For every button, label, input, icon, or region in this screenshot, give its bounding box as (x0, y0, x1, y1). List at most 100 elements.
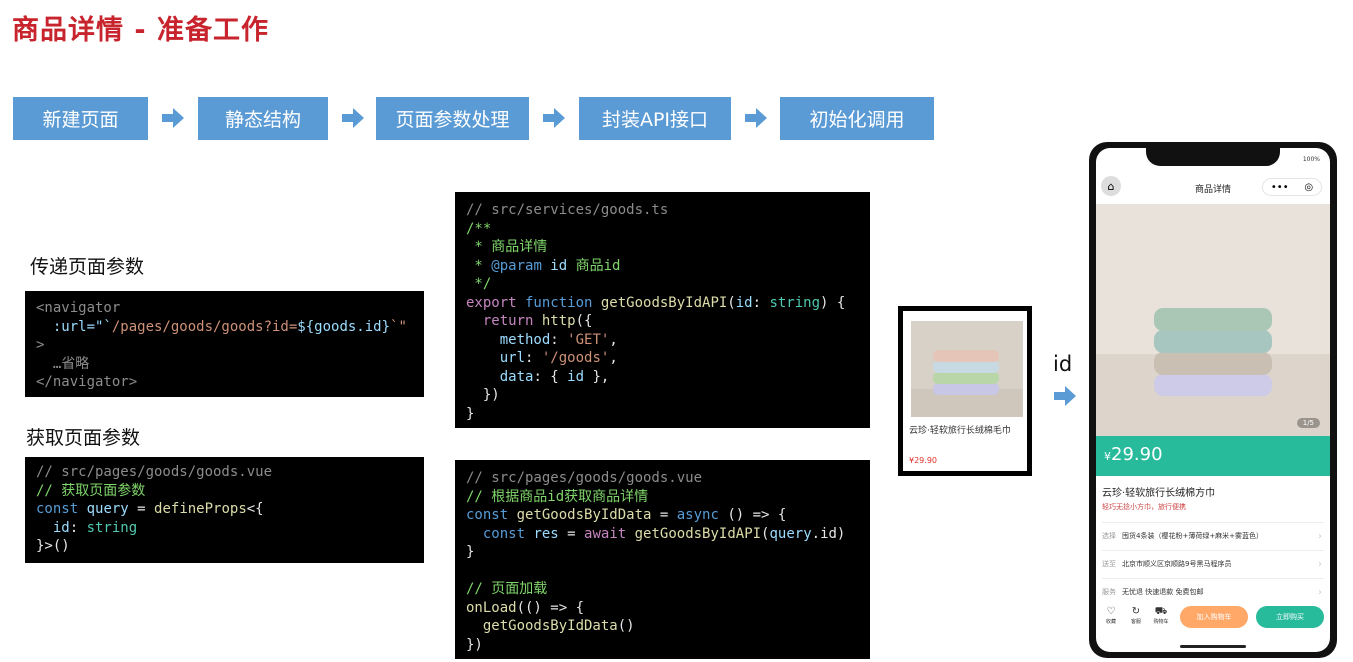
code-line: */ (466, 276, 492, 292)
code-token: data (466, 368, 534, 385)
step-init-call: 初始化调用 (780, 97, 934, 140)
arrow-right-icon (342, 108, 364, 128)
price-value: 29.90 (1111, 444, 1163, 465)
code-token: /pages/goods/goods?id= (111, 318, 298, 335)
service-label: 客服 (1130, 619, 1141, 625)
code-token: 'GET' (567, 331, 610, 348)
option-key: 服务 (1102, 588, 1116, 596)
code-token: string (769, 294, 821, 311)
code-token: * (466, 257, 492, 274)
code-service: // src/services/goods.ts /** * 商品详情 * @p… (455, 192, 870, 428)
code-token: getGoodsByIdData (508, 507, 652, 523)
code-token: url (466, 350, 526, 366)
arrow-right-icon (162, 108, 184, 128)
code-line: // src/pages/goods/goods.vue (466, 470, 703, 486)
code-line: > (36, 337, 45, 353)
code-token: <{ (246, 501, 264, 517)
code-token: id (36, 519, 70, 536)
cart-icon: ⛟ (1154, 606, 1168, 617)
code-token: defineProps (154, 501, 247, 517)
fav-button[interactable]: ♡ 收藏 (1100, 606, 1122, 625)
home-icon[interactable]: ⌂ (1101, 176, 1121, 196)
code-token: : (752, 294, 770, 311)
home-indicator (1180, 645, 1246, 648)
code-token: const (466, 507, 509, 523)
swiper-indicator: 1/5 (1296, 418, 1320, 428)
code-token: = (128, 501, 155, 517)
option-address[interactable]: 送至 北京市顺义区京顺路9号黑马程序员 › (1102, 550, 1324, 577)
goods-card-image (911, 321, 1023, 417)
option-key: 选择 (1102, 532, 1116, 540)
nav-title: 商品详情 (1194, 185, 1231, 195)
code-token: .id) (811, 525, 846, 542)
code-token: () (617, 618, 635, 634)
mini-program-capsule[interactable]: ••• ◎ (1262, 178, 1322, 196)
code-page-load: // src/pages/goods/goods.vue // 根据商品id获取… (455, 460, 870, 659)
code-token: ({ (575, 313, 593, 329)
code-navigator: <navigator :url="`/pages/goods/goods?id=… (25, 291, 424, 397)
code-line: }>() (36, 538, 70, 554)
goods-card[interactable]: 云珍·轻软旅行长绒棉毛巾 ¥29.90 (898, 306, 1032, 476)
code-token: query (769, 525, 812, 542)
heart-icon: ♡ (1106, 606, 1116, 617)
buy-now-button[interactable]: 立即购买 (1256, 606, 1324, 628)
code-token: ) { (820, 294, 846, 311)
step-static-structure: 静态结构 (198, 97, 328, 140)
price-symbol: ¥ (1104, 450, 1111, 463)
code-token: id (541, 257, 568, 274)
more-icon[interactable]: ••• (1270, 181, 1289, 193)
code-line: // 根据商品id获取商品详情 (466, 488, 649, 505)
bottom-toolbar: ♡ 收藏 ↻ 客服 ⛟ 购物车 加入购物车 立即购买 (1096, 600, 1330, 640)
option-value: 无忧退 快速退款 免费包邮 (1122, 588, 1204, 596)
step-page-params: 页面参数处理 (376, 97, 529, 140)
service-button[interactable]: ↻ 客服 (1125, 606, 1147, 625)
price-bar: ¥29.90 (1096, 436, 1330, 476)
code-token: await (584, 525, 627, 542)
label-pass-params: 传递页面参数 (30, 256, 145, 278)
code-line: } (466, 544, 475, 560)
code-token: res (525, 525, 559, 542)
code-token: , (609, 331, 618, 348)
cart-button[interactable]: ⛟ 购物车 (1150, 606, 1172, 625)
chevron-right-icon: › (1318, 558, 1322, 570)
code-token: @param (491, 257, 542, 274)
goods-desc: 轻巧无捻小方巾，旅行便携 (1102, 503, 1186, 511)
headset-icon: ↻ (1131, 606, 1141, 617)
option-select[interactable]: 选择 囤货4条装（樱花粉+薄荷绿+麻米+雾蓝色） › (1102, 522, 1324, 549)
code-token: ${goods.id} (297, 318, 391, 335)
id-label: id (1053, 352, 1073, 376)
fav-label: 收藏 (1105, 619, 1116, 625)
phone-mockup: 100% ⌂ 商品详情 ••• ◎ 1/5 ¥29.90 云珍·轻软旅行长绒棉方… (1089, 142, 1337, 658)
step-wrap-api: 封装API接口 (579, 97, 731, 140)
arrow-right-icon (1054, 386, 1076, 406)
goods-hero-image[interactable]: 1/5 (1096, 204, 1330, 436)
cart-label: 购物车 (1153, 619, 1169, 625)
code-token: getGoodsByIdData (466, 618, 618, 634)
code-token: = (651, 507, 677, 523)
arrow-right-icon (543, 108, 565, 128)
option-value: 北京市顺义区京顺路9号黑马程序员 (1122, 560, 1232, 568)
code-token: : (525, 350, 542, 366)
add-to-cart-button[interactable]: 加入购物车 (1180, 606, 1248, 628)
close-icon[interactable]: ◎ (1304, 181, 1314, 193)
code-token: ( (761, 525, 770, 542)
code-token: method (466, 331, 551, 348)
code-token: : { (533, 368, 568, 385)
code-token: http (533, 313, 576, 329)
code-token: onLoad (466, 599, 517, 616)
code-token: export (466, 294, 517, 311)
code-token: query (78, 501, 129, 517)
battery-status: 100% (1302, 156, 1320, 163)
code-define-props: // src/pages/goods/goods.vue // 获取页面参数 c… (25, 457, 424, 563)
code-token: id (567, 368, 585, 385)
goods-card-name: 云珍·轻软旅行长绒棉毛巾 (909, 426, 1011, 436)
code-line: }) (466, 636, 483, 653)
code-line: // src/pages/goods/goods.vue (36, 464, 273, 480)
code-token: getGoodsByIdAPI (626, 525, 762, 542)
code-token: () => { (718, 507, 787, 523)
option-service[interactable]: 服务 无忧退 快速退款 免费包邮 › (1102, 578, 1324, 605)
arrow-right-icon (745, 108, 767, 128)
phone-screen: 100% ⌂ 商品详情 ••• ◎ 1/5 ¥29.90 云珍·轻软旅行长绒棉方… (1096, 148, 1330, 652)
option-value: 囤货4条装（樱花粉+薄荷绿+麻米+雾蓝色） (1122, 532, 1264, 540)
code-token: , (609, 350, 618, 366)
